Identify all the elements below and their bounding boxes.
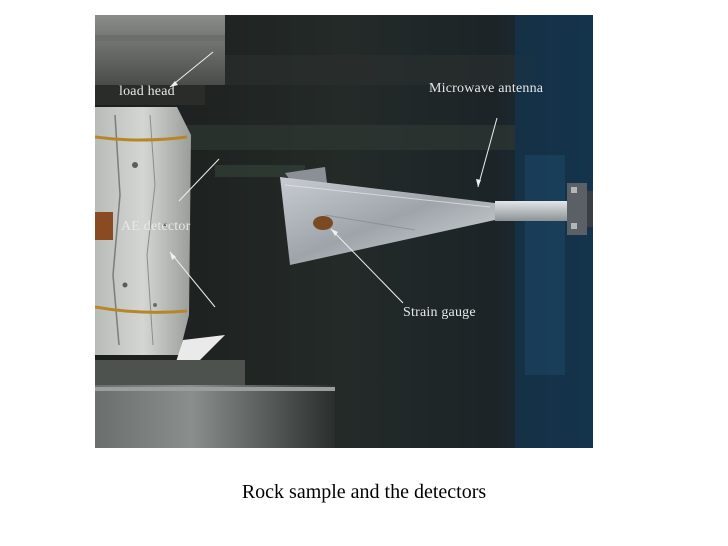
- rock-sample-photo: load head Microwave antenna AE detector …: [95, 15, 593, 448]
- photo-illustration: [95, 15, 593, 448]
- microwave-antenna-label: Microwave antenna: [429, 81, 544, 96]
- load-head-label: load head: [119, 84, 175, 99]
- strain-gauge-label: Strain gauge: [403, 305, 476, 320]
- ae-detector-label: AE detector: [121, 219, 191, 234]
- figure-caption: Rock sample and the detectors: [241, 481, 487, 503]
